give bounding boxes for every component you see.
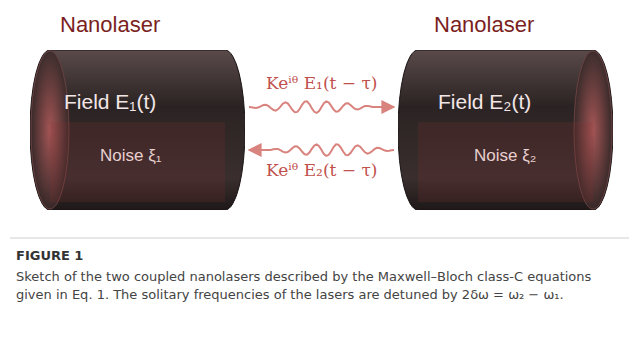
field-label: Field E₁(t): [64, 90, 156, 114]
laser-name: Nanolaser: [60, 12, 160, 38]
coupling-label: Keⁱᶿ E₂(t − τ): [266, 160, 377, 180]
coupling-wave: [249, 144, 394, 156]
cylinder-body: [30, 50, 245, 210]
gain-glow: [50, 122, 225, 202]
nanolaser-cylinder: NanolaserField E₁(t)Noise ξ₁: [30, 50, 245, 210]
noise-label: Noise ξ₂: [474, 146, 536, 166]
noise-label: Noise ξ₁: [100, 146, 162, 166]
gain-glow: [418, 122, 593, 202]
figure-caption: Sketch of the two coupled nanolasers des…: [16, 268, 616, 304]
nanolaser-cylinder: NanolaserField E₂(t)Noise ξ₂: [398, 50, 613, 210]
coupling-wave: [249, 101, 394, 113]
figure-label: FIGURE 1: [16, 248, 83, 263]
field-label: Field E₂(t): [438, 90, 531, 114]
separator-line: [10, 238, 629, 239]
coupling-label: Keⁱᶿ E₁(t − τ): [266, 73, 377, 93]
cylinder-shape: [30, 50, 245, 210]
laser-name: Nanolaser: [434, 12, 534, 38]
cylinder-shape: [398, 50, 613, 210]
cylinder-body: [398, 50, 613, 210]
